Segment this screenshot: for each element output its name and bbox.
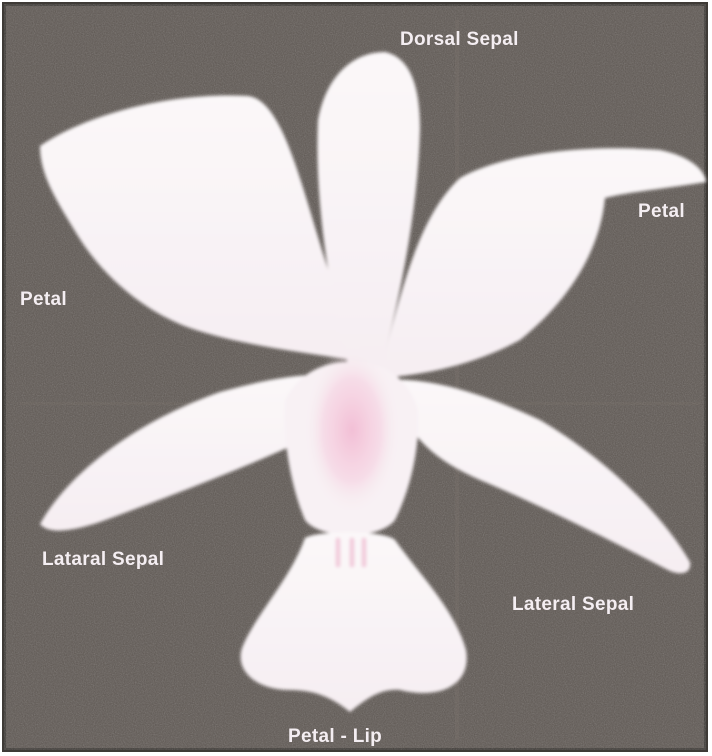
label-petal-left: Petal (20, 289, 67, 310)
label-petal-lip: Petal - Lip (288, 726, 382, 747)
label-lateral-sepal-left: Lataral Sepal (42, 549, 164, 570)
label-dorsal-sepal: Dorsal Sepal (400, 29, 519, 50)
label-petal-right: Petal (638, 201, 685, 222)
label-lateral-sepal-right: Lateral Sepal (512, 594, 634, 615)
